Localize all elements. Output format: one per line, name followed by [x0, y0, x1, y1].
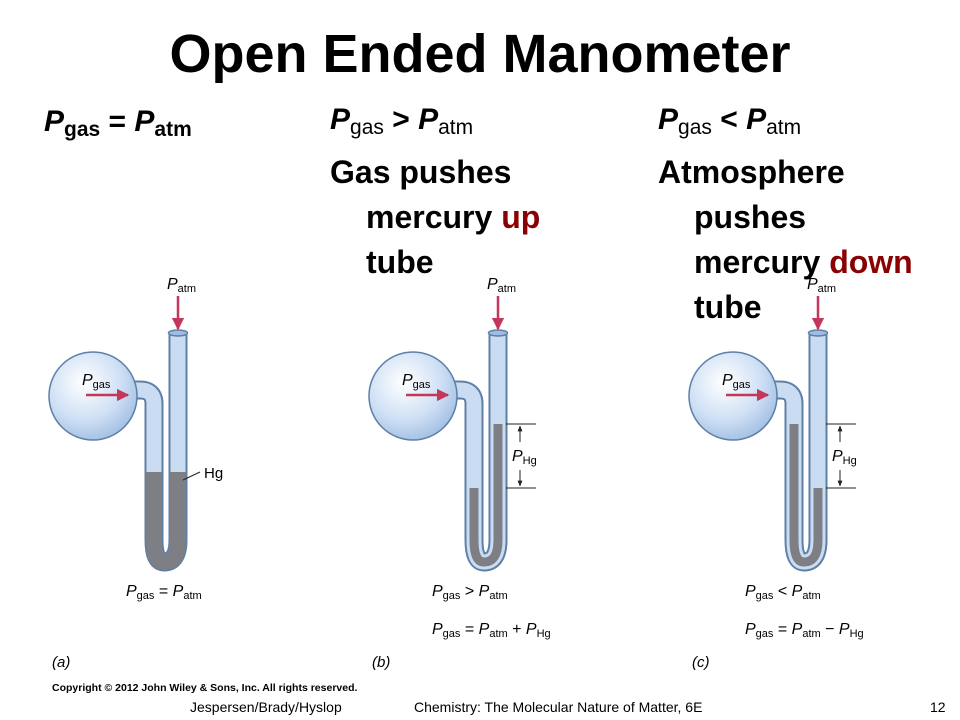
heading-c-p2: P: [746, 103, 767, 136]
heading-b: Pgas > Patm: [330, 102, 473, 146]
description-b-line-3: tube: [330, 240, 540, 285]
panel-label-a: (a): [52, 654, 70, 671]
description-c-line-4-text: tube: [694, 289, 762, 325]
tube-a: [122, 329, 189, 572]
description-c-line-2-text: pushes: [694, 199, 807, 235]
phg-label-b: PHg: [512, 448, 537, 467]
pgas-label-a: Pgas: [82, 372, 111, 391]
mercury-c: [789, 424, 823, 567]
description-c-line-2: pushes: [658, 195, 913, 240]
description-b-line-1-text: Gas pushes: [330, 154, 512, 190]
manometer-c: PHg Patm Pgas Pgas < Patm Pgas = Patm − …: [688, 276, 864, 671]
description-c: Atmosphere pushes mercury down tube: [658, 150, 913, 330]
description-b-line-1: Gas pushes: [330, 150, 540, 195]
heading-c-p1: P: [658, 103, 679, 136]
panel-label-c: (c): [692, 654, 710, 671]
pgas-label-b: Pgas: [402, 372, 431, 391]
manometer-a: Patm Pgas Hg Pgas = Patm (a): [48, 276, 223, 671]
description-c-line-3-text: mercury: [694, 244, 830, 280]
pgas-label-c: Pgas: [722, 372, 751, 391]
heading-a-p2: P: [134, 105, 155, 138]
heading-b-op: >: [383, 103, 419, 136]
phg-dimension-b: [506, 423, 536, 489]
heading-b-s2: atm: [438, 116, 474, 139]
patm-label-c: Patm: [807, 276, 836, 295]
equation-a: Pgas = Patm: [126, 583, 202, 602]
equation-b-1: Pgas > Patm: [432, 583, 508, 602]
description-b-line-2-text: mercury: [366, 199, 502, 235]
heading-c-s2: atm: [766, 116, 802, 139]
heading-b-p2: P: [418, 103, 439, 136]
description-b: Gas pushes mercury up tube: [330, 150, 540, 285]
phg-dimension-c: [826, 423, 856, 489]
description-b-line-3-text: tube: [366, 244, 434, 280]
description-c-highlight: down: [829, 244, 913, 280]
heading-c-op: <: [711, 103, 747, 136]
mercury-b: [469, 424, 503, 567]
phg-label-c: PHg: [832, 448, 857, 467]
heading-a-s1: gas: [64, 118, 101, 141]
heading-b-p1: P: [330, 103, 351, 136]
description-c-line-1-text: Atmosphere: [658, 154, 845, 190]
heading-a: Pgas = Patm: [44, 104, 192, 148]
equation-c-1: Pgas < Patm: [745, 583, 821, 602]
heading-a-op: =: [100, 105, 135, 138]
heading-c: Pgas < Patm: [658, 102, 801, 146]
page-title: Open Ended Manometer: [169, 24, 791, 84]
footer-book-title: Chemistry: The Molecular Nature of Matte…: [414, 699, 703, 715]
patm-label-b: Patm: [487, 276, 516, 295]
description-b-line-2: mercury up: [330, 195, 540, 240]
hg-leader-a: [182, 471, 201, 481]
description-c-line-1: Atmosphere: [658, 150, 913, 195]
heading-a-s2: atm: [154, 118, 192, 141]
equation-c-2: Pgas = Patm − PHg: [745, 621, 864, 640]
description-c-line-3: mercury down: [658, 240, 913, 285]
patm-label-a: Patm: [167, 276, 196, 295]
description-c-line-4: tube: [658, 285, 913, 330]
heading-c-s1: gas: [678, 116, 712, 139]
footer-authors: Jespersen/Brady/Hyslop: [190, 699, 342, 715]
hg-label-a: Hg: [204, 465, 223, 482]
description-b-highlight: up: [501, 199, 541, 235]
panel-label-b: (b): [372, 654, 390, 671]
copyright-notice: Copyright © 2012 John Wiley & Sons, Inc.…: [52, 682, 358, 694]
heading-a-p1: P: [44, 105, 65, 138]
manometer-b: PHg Patm Pgas Pgas > Patm Pgas = Patm + …: [368, 276, 551, 671]
equation-b-2: Pgas = Patm + PHg: [432, 621, 551, 640]
heading-b-s1: gas: [350, 116, 384, 139]
slide-number: 12: [930, 699, 946, 715]
